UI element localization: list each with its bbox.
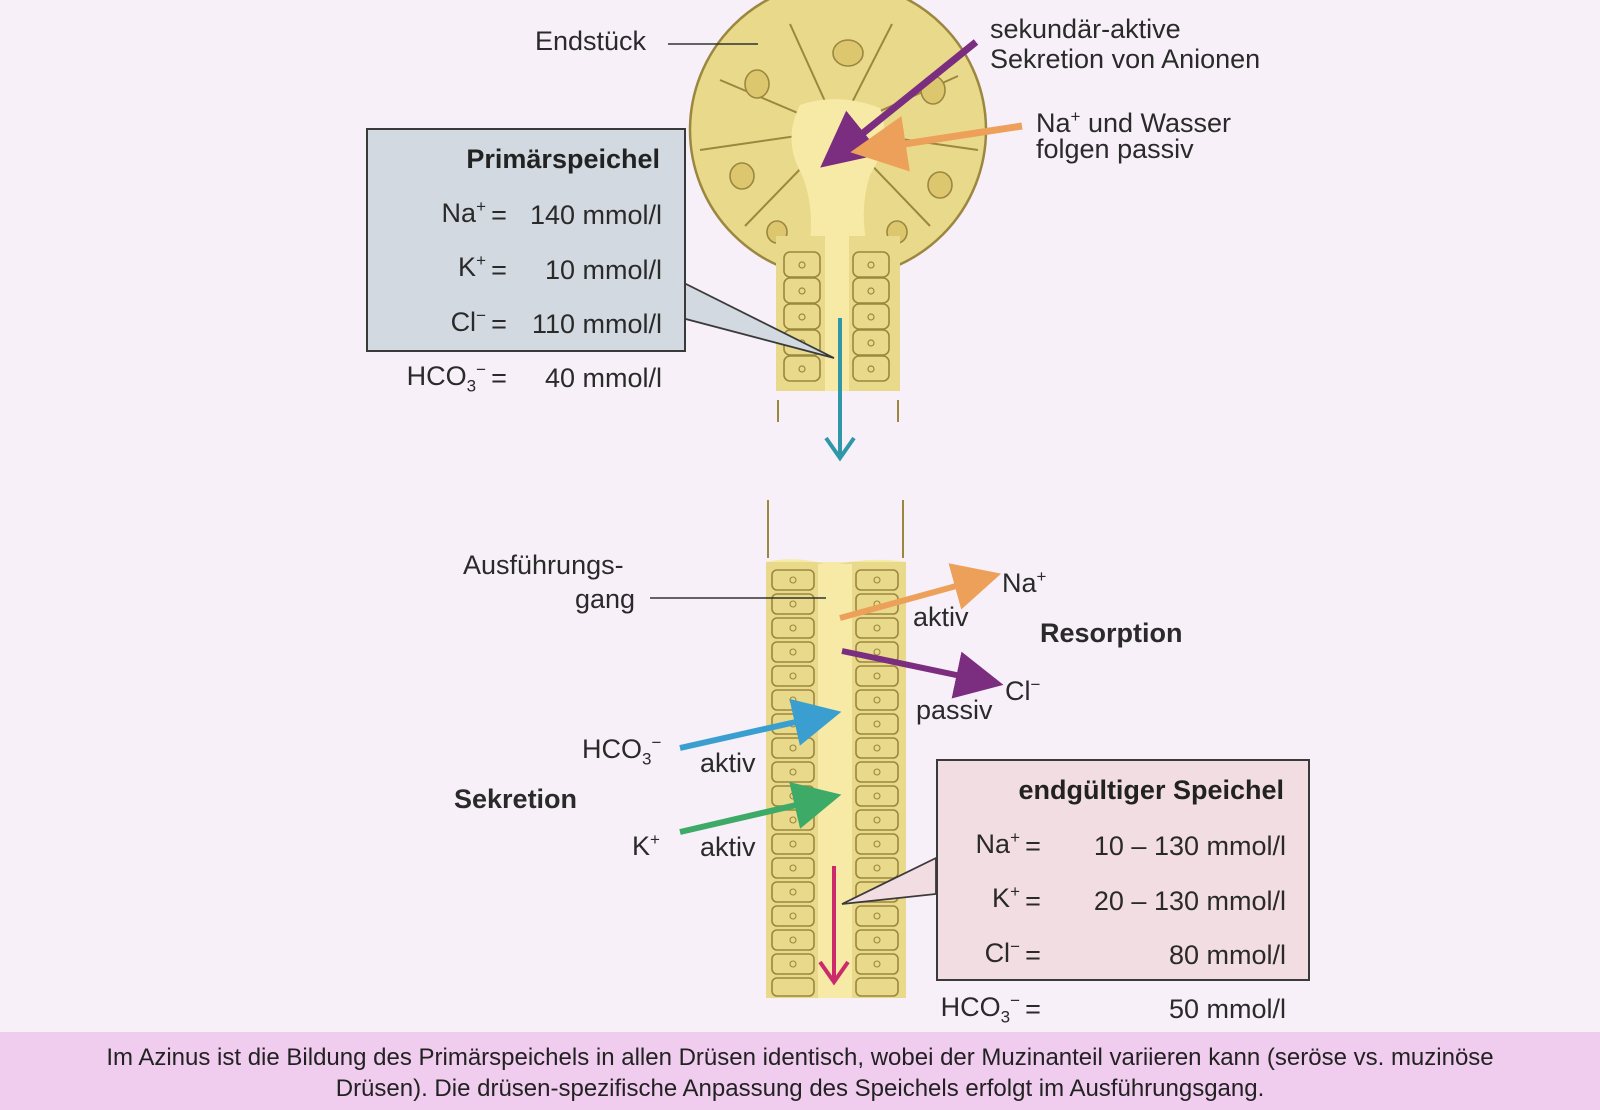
final-row-hco3: HCO3− = 50 mmol/l bbox=[940, 991, 1286, 1027]
aktiv-k-label: aktiv bbox=[700, 832, 756, 862]
caption-line1: Im Azinus ist die Bildung des Primärspei… bbox=[106, 1044, 1494, 1071]
ausfuehrungsgang-label-line2: gang bbox=[575, 584, 636, 614]
final-row-cl: Cl− = 80 mmol/l bbox=[984, 936, 1286, 970]
caption-text: Im Azinus ist die Bildung des Primärspei… bbox=[0, 1032, 1600, 1104]
magenta-flow-arrow bbox=[818, 866, 850, 986]
k-in-label: K+ bbox=[632, 830, 660, 861]
secondary-active-label-line1: sekundär-aktive bbox=[990, 14, 1181, 44]
orange-passive-arrow bbox=[850, 116, 1023, 172]
final-saliva-box: endgültiger Speichel Na+ = 10 – 130 mmol… bbox=[936, 759, 1310, 1027]
final-row-k: K+ = 20 – 130 mmol/l bbox=[992, 882, 1286, 916]
aktiv-hco3-label: aktiv bbox=[700, 748, 756, 778]
upper-duct bbox=[776, 236, 900, 422]
na-out-label: Na+ bbox=[1002, 567, 1047, 598]
blue-hco3-secretion-arrow bbox=[679, 698, 842, 751]
hco3-in-label: HCO3− bbox=[582, 733, 662, 769]
green-k-secretion-arrow bbox=[679, 782, 842, 835]
caption-bar: Im Azinus ist die Bildung des Primärspei… bbox=[0, 1032, 1600, 1110]
primary-saliva-title: Primärspeichel bbox=[466, 144, 660, 174]
primary-row-na: Na+ = 140 mmol/l bbox=[441, 197, 662, 231]
primary-row-cl: Cl− = 110 mmol/l bbox=[450, 305, 662, 339]
caption-line2: Drüsen). Die drüsen-spezifische Anpassun… bbox=[335, 1075, 1265, 1102]
primary-saliva-table: Na+ = 140 mmol/l K+ = 10 mmol/l Cl− = 11… bbox=[407, 188, 662, 406]
ausfuehrungsgang-label-line1: Ausführungs- bbox=[463, 550, 624, 580]
orange-na-resorption-arrow bbox=[839, 563, 1002, 621]
primary-row-hco3: HCO3− = 40 mmol/l bbox=[406, 360, 662, 396]
final-saliva-title: endgültiger Speichel bbox=[1018, 775, 1284, 805]
primary-row-k: K+ = 10 mmol/l bbox=[458, 251, 662, 285]
na-water-label-line2: folgen passiv bbox=[1036, 134, 1194, 164]
na-water-label-line1: Na+ und Wasser bbox=[1036, 107, 1232, 138]
endstueck-label: Endstück bbox=[535, 26, 647, 56]
secondary-active-label-line2: Sekretion von Anionen bbox=[990, 44, 1261, 74]
cl-out-label: Cl− bbox=[1005, 675, 1041, 706]
teal-flow-arrow bbox=[824, 318, 856, 462]
sekretion-label: Sekretion bbox=[454, 784, 578, 814]
passiv-cl-label: passiv bbox=[916, 695, 993, 725]
primary-saliva-box: Primärspeichel Na+ = 140 mmol/l K+ = 10 … bbox=[366, 128, 686, 396]
final-saliva-table: Na+ = 10 – 130 mmol/l K+ = 20 – 130 mmol… bbox=[941, 819, 1286, 1037]
purple-cl-resorption-arrow bbox=[841, 648, 1004, 699]
resorption-label: Resorption bbox=[1040, 618, 1183, 648]
final-row-na: Na+ = 10 – 130 mmol/l bbox=[975, 828, 1286, 862]
aktiv-na-label: aktiv bbox=[913, 602, 969, 632]
